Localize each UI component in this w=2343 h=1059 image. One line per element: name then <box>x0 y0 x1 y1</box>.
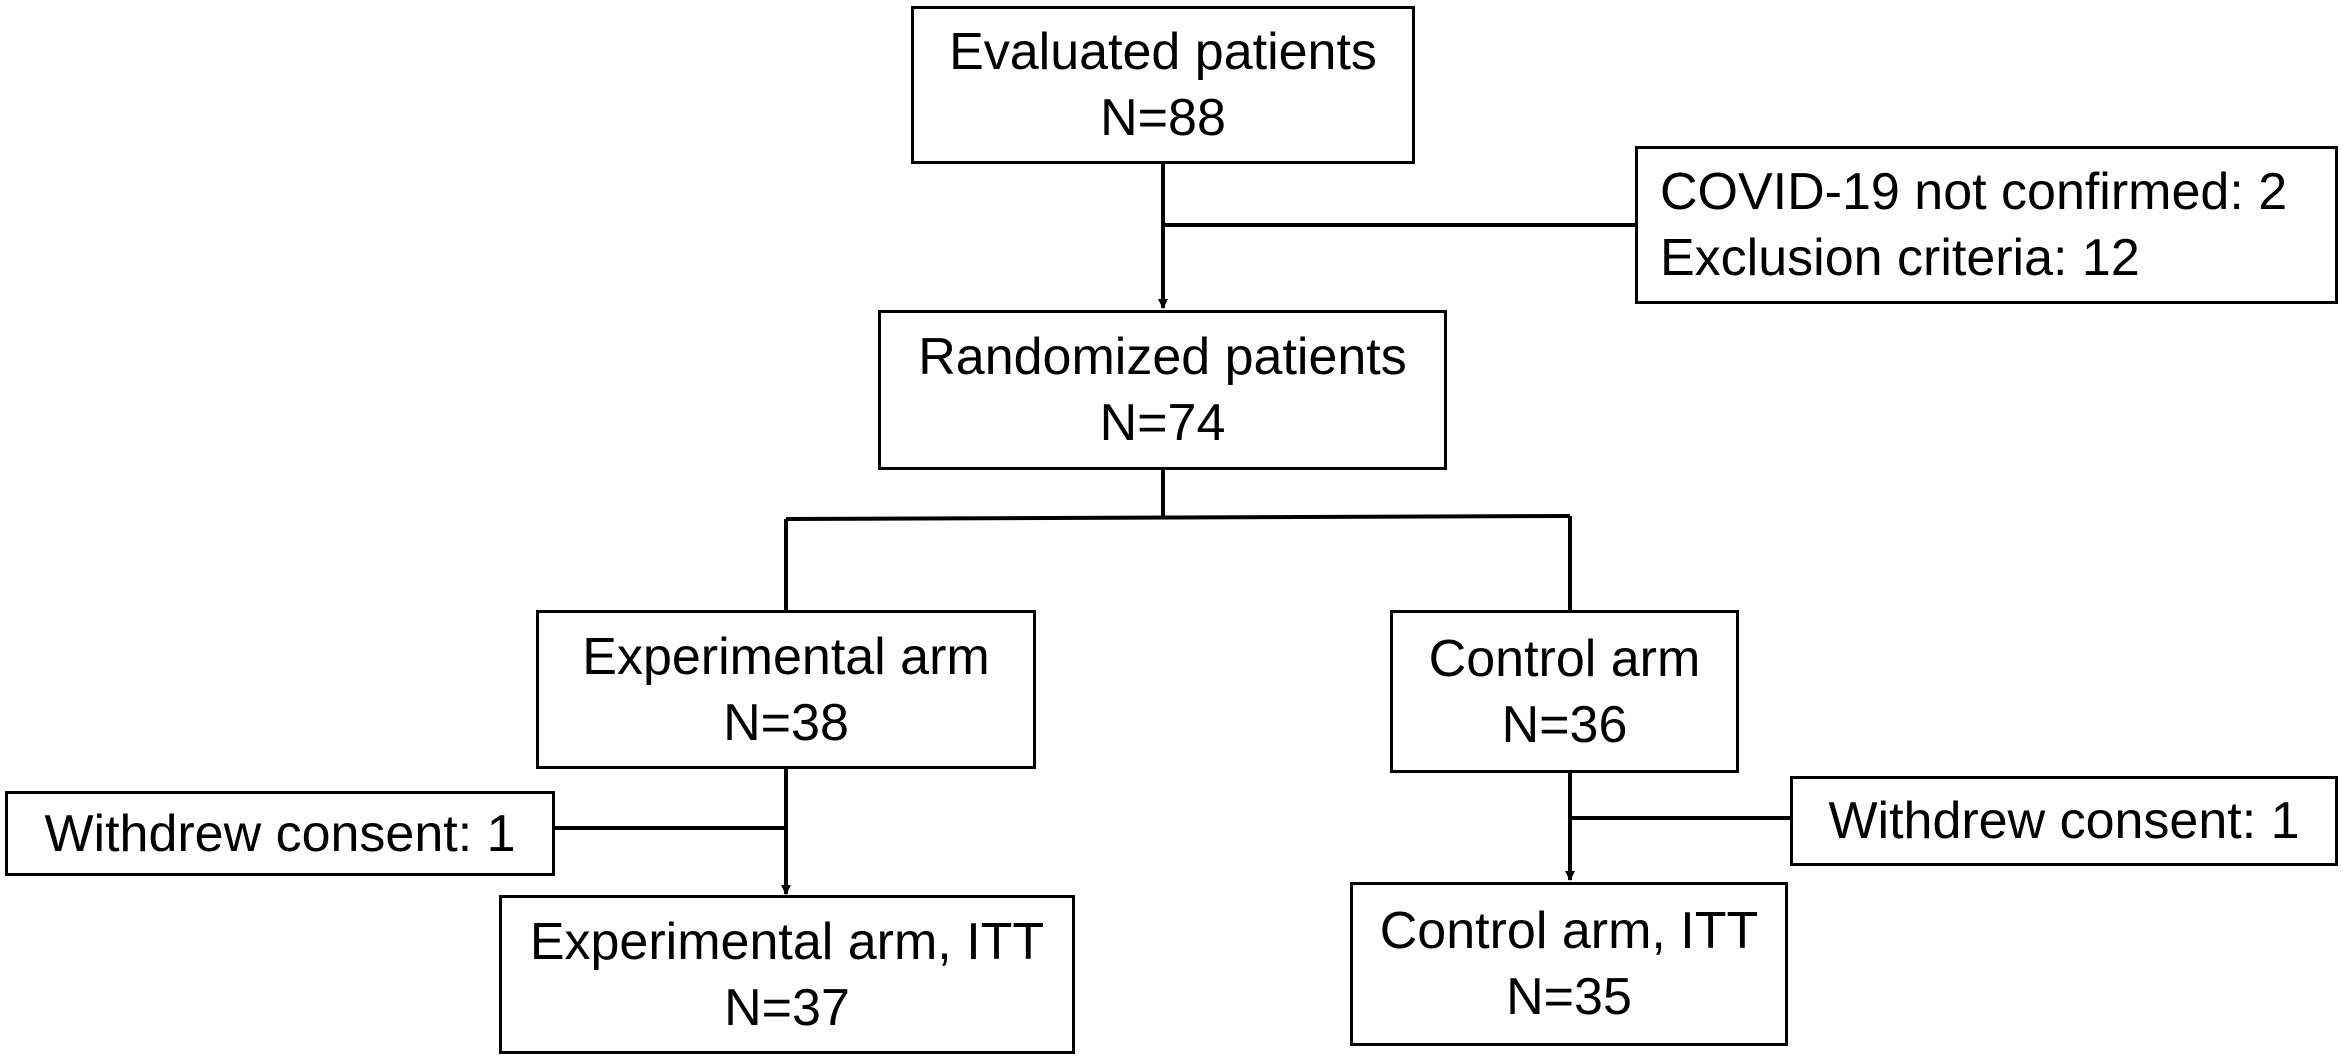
control-title: Control arm <box>1428 629 1701 688</box>
exclusion-box: COVID-19 not confirmed: 2 Exclusion crit… <box>1635 146 2338 304</box>
experimental-itt-count: N=37 <box>724 978 850 1037</box>
experimental-itt-box: Experimental arm, ITT N=37 <box>499 895 1075 1054</box>
evaluated-title: Evaluated patients <box>949 23 1377 81</box>
arm-split-line <box>785 514 1571 521</box>
control-arm-box: Control arm N=36 <box>1390 610 1739 773</box>
experimental-itt-title: Experimental arm, ITT <box>529 912 1045 971</box>
evaluated-patients-box: Evaluated patients N=88 <box>911 6 1415 164</box>
evaluated-count: N=88 <box>1100 89 1226 147</box>
control-itt-title: Control arm, ITT <box>1379 902 1759 960</box>
control-itt-box: Control arm, ITT N=35 <box>1350 882 1788 1046</box>
experimental-withdrew-label: Withdrew consent: 1 <box>44 804 516 863</box>
experimental-count: N=38 <box>723 693 849 752</box>
control-itt-count: N=35 <box>1506 968 1632 1026</box>
exclusion-not-confirmed: COVID-19 not confirmed: 2 <box>1660 163 2288 221</box>
control-count: N=36 <box>1501 695 1628 754</box>
randomized-patients-box: Randomized patients N=74 <box>878 310 1447 470</box>
randomized-title: Randomized patients <box>918 328 1407 386</box>
experimental-withdrew-box: Withdrew consent: 1 <box>5 791 555 876</box>
control-withdrew-label: Withdrew consent: 1 <box>1828 792 2300 850</box>
exclusion-criteria: Exclusion criteria: 12 <box>1660 229 2140 287</box>
experimental-arm-box: Experimental arm N=38 <box>536 610 1036 769</box>
experimental-title: Experimental arm <box>582 627 990 686</box>
control-withdrew-box: Withdrew consent: 1 <box>1790 776 2338 866</box>
randomized-count: N=74 <box>1099 394 1226 452</box>
